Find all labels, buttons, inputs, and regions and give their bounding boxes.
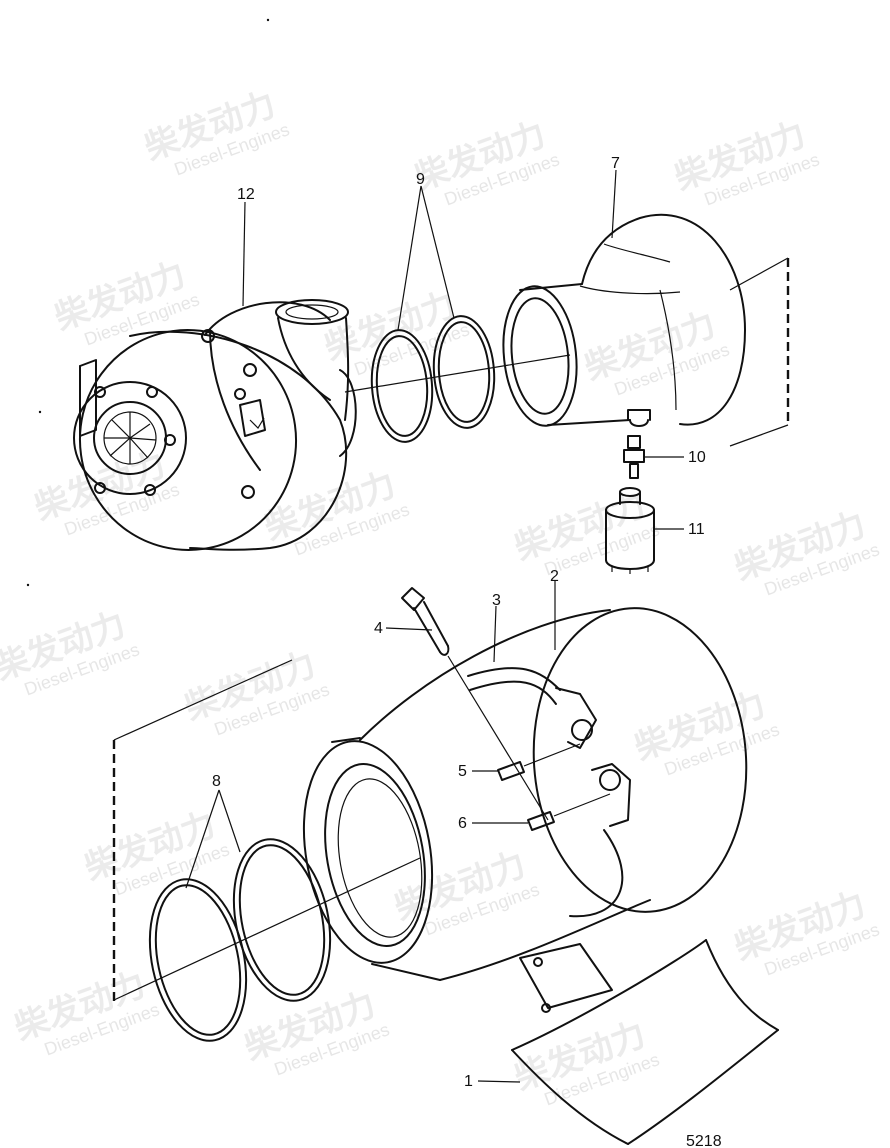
- clamp-pin-6: [527, 793, 611, 831]
- callout-5: 5: [458, 763, 467, 780]
- callout-2: 2: [550, 568, 559, 585]
- callout-4: 4: [374, 620, 383, 637]
- heat-shield: [511, 939, 779, 1145]
- callout-1: 1: [464, 1073, 473, 1090]
- assembly-axis-bottom: [113, 857, 421, 1001]
- turbocharger: [73, 299, 357, 551]
- clamp-pin-5: [497, 743, 581, 781]
- air-filter-housing: [302, 607, 748, 981]
- watermark-layer: 柴发动力 Diesel-Engines 柴发动力 Diesel-Engines …: [0, 84, 882, 1109]
- clamp-bolt: [401, 587, 450, 656]
- compressor-wheel: [104, 412, 157, 464]
- intake-housing: [502, 213, 746, 427]
- clamp-band: [467, 667, 631, 918]
- restriction-indicator: [605, 487, 655, 574]
- callout-6: 6: [458, 815, 467, 832]
- fitting-nipple: [623, 435, 645, 479]
- assembly-axis-top: [344, 354, 571, 393]
- callout-3: 3: [492, 592, 501, 609]
- callout-7: 7: [611, 155, 620, 172]
- callout-9: 9: [416, 171, 425, 188]
- drawing-number: 5218: [686, 1133, 722, 1148]
- callout-11: 11: [688, 521, 705, 538]
- callout-12: 12: [237, 186, 255, 203]
- callout-10: 10: [688, 449, 706, 466]
- bolt-axis: [447, 655, 549, 821]
- callout-8: 8: [212, 773, 221, 790]
- o-ring-pair-8: [148, 838, 332, 1042]
- leader-lines: [185, 169, 684, 1083]
- callout-labels: 12 9 7 10 11 2 3 4 5 6 8 1 5218: [212, 155, 722, 1148]
